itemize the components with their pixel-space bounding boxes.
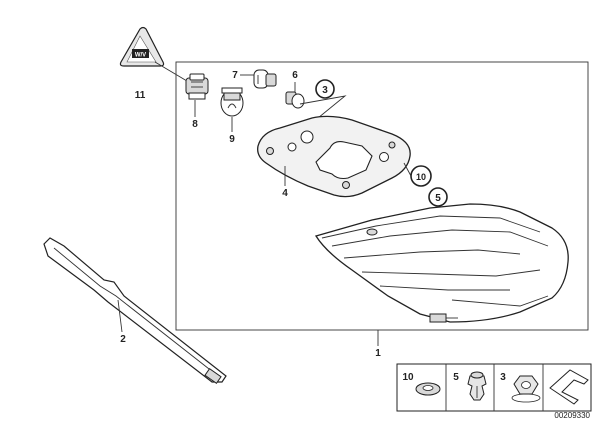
- orientation-arrow-icon: [549, 369, 589, 405]
- bulb-socket-part[interactable]: [185, 73, 209, 100]
- callout-9: 9: [229, 134, 235, 145]
- callout-10: 10: [416, 172, 426, 182]
- legend-label-3: 3: [500, 372, 506, 383]
- small-bulb-part[interactable]: [253, 69, 277, 89]
- leader-3: [299, 95, 347, 119]
- wedge-bulb-part[interactable]: [285, 91, 305, 109]
- callout-5: 5: [435, 193, 441, 204]
- expanding-clip-part[interactable]: [467, 371, 487, 401]
- trim-strip-part[interactable]: [43, 237, 227, 384]
- svg-text:W/V: W/V: [135, 53, 146, 59]
- fastener-legend: 10 5 3: [396, 363, 592, 412]
- hex-nut-part[interactable]: [511, 375, 541, 403]
- leader-2: [117, 299, 123, 333]
- tail-light-housing-part[interactable]: [314, 203, 569, 323]
- callout-1: 1: [375, 348, 381, 359]
- legend-label-5: 5: [453, 372, 459, 383]
- leader-10: [403, 162, 412, 177]
- callout-7: 7: [232, 70, 238, 81]
- callout-8: 8: [192, 119, 198, 130]
- callout-3: 3: [322, 85, 328, 96]
- legend-label-10: 10: [402, 372, 414, 383]
- callout-4: 4: [282, 188, 288, 199]
- gasket-plate-part[interactable]: [257, 115, 411, 198]
- warning-label-symbol: [132, 49, 149, 58]
- assembly-frame: [175, 61, 589, 331]
- callout-2: 2: [120, 334, 126, 345]
- callout-11: 11: [135, 90, 146, 101]
- warning-label-part[interactable]: W/V: [119, 26, 165, 67]
- large-bulb-part[interactable]: [220, 87, 244, 117]
- image-code: 00209330: [554, 411, 590, 420]
- callout-6: 6: [292, 70, 298, 81]
- washer-part[interactable]: [415, 382, 441, 396]
- callout-3-circle: [315, 79, 335, 99]
